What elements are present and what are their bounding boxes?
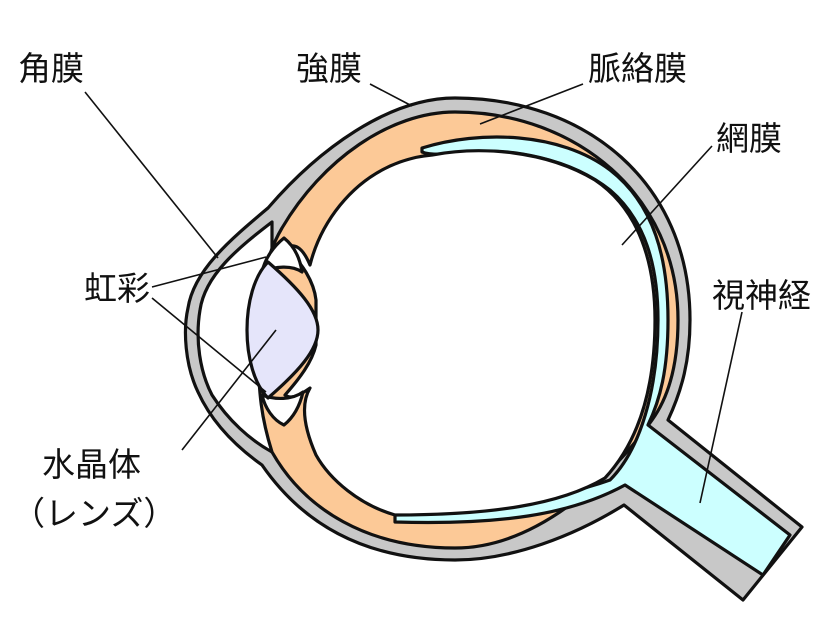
retina-label: 網膜 (716, 119, 782, 158)
cornea-label: 角膜 (18, 49, 84, 88)
iris-leader-upper (151, 256, 267, 288)
optic-nerve-label: 視神経 (712, 276, 811, 315)
choroid-label: 脈絡膜 (588, 49, 687, 88)
cornea-leader (84, 91, 219, 259)
sclera-label: 強膜 (296, 49, 362, 88)
lens-leader (181, 329, 277, 451)
lens-label-line2: （レンズ） (12, 494, 176, 533)
vitreous-body (283, 149, 657, 517)
iris-label: 虹彩 (84, 269, 150, 308)
iris-leader-lower (151, 297, 267, 393)
optic-nerve-leader (699, 311, 743, 504)
retina-leader (621, 145, 713, 246)
lens-label-line1: 水晶体 (42, 445, 141, 484)
sclera-leader (369, 83, 413, 107)
cornea-layer (196, 220, 274, 454)
iris-lower (260, 390, 305, 427)
lens (245, 260, 320, 400)
choroid-leader (479, 83, 584, 125)
